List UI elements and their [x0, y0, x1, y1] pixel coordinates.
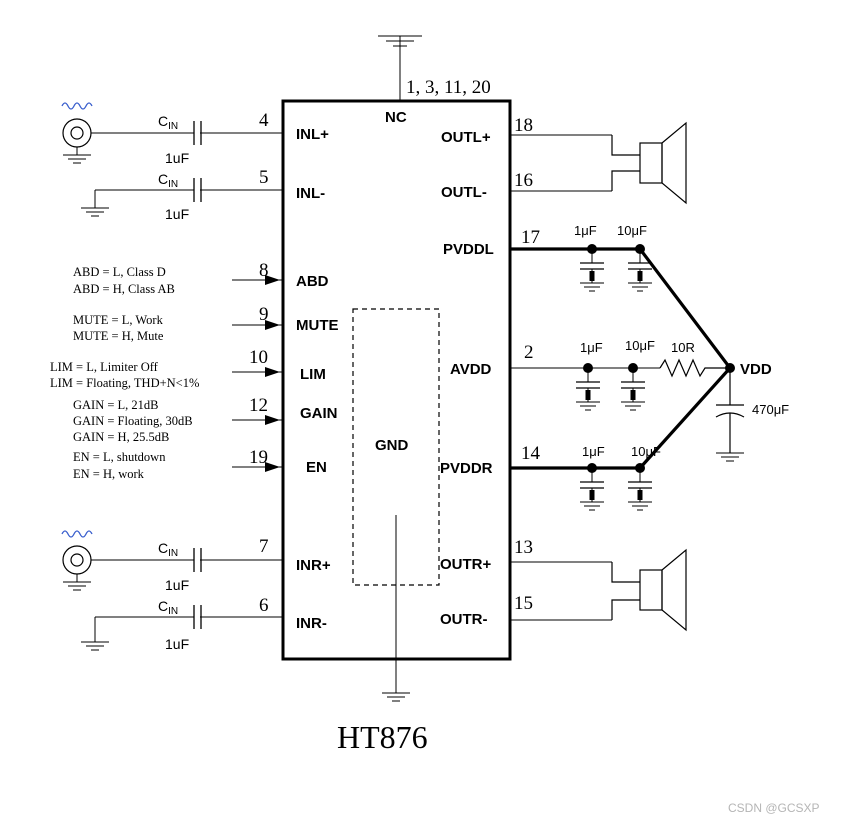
cap-avdd-10uf — [620, 367, 646, 411]
ground-symbol-chip — [381, 692, 411, 702]
nc-pins: 1, 3, 11, 20 — [406, 77, 491, 98]
pin-num-18: 18 — [514, 115, 533, 136]
speaker-right — [611, 548, 687, 632]
pin-label-inl-plus: INL+ — [296, 126, 329, 143]
cap-value-4: 1uF — [165, 636, 189, 652]
cap-sub-3: IN — [168, 548, 178, 559]
cap-label-avdd-10uf: 10μF — [625, 338, 655, 353]
pin-label-mute: MUTE — [296, 317, 339, 334]
input-gnd-inr-minus — [80, 616, 194, 651]
resistor-10r — [659, 358, 730, 378]
bulk-cap-label: 470μF — [752, 402, 789, 417]
cap-value-3: 1uF — [165, 577, 189, 593]
speaker-left — [611, 121, 687, 205]
pin-label-inr-plus: INR+ — [296, 557, 331, 574]
svg-text:CIN: CIN — [158, 171, 178, 190]
pin-num-19: 19 — [249, 447, 268, 468]
pin-num-6: 6 — [259, 595, 269, 616]
note-lim-1: LIM = L, Limiter Off — [50, 360, 159, 374]
cap-pvddr-1uf — [579, 467, 605, 511]
note-mute-2: MUTE = H, Mute — [73, 329, 164, 343]
pin-num-8: 8 — [259, 260, 269, 281]
cap-value-2: 1uF — [165, 206, 189, 222]
input-cap-inr-plus — [193, 548, 202, 572]
note-gain-2: GAIN = Floating, 30dB — [73, 414, 193, 428]
cap-name-2: C — [158, 171, 168, 187]
note-en-2: EN = H, work — [73, 467, 145, 481]
pin-num-9: 9 — [259, 304, 269, 325]
cap-name-3: C — [158, 540, 168, 556]
nc-label: NC — [385, 109, 407, 126]
cap-label-pvddr-10uf: 10μF — [631, 444, 661, 459]
pin-num-16: 16 — [514, 170, 533, 191]
pin-label-outl-minus: OUTL- — [441, 184, 487, 201]
cap-bulk-470uf — [715, 368, 745, 453]
cap-label-pvddl-10uf: 10μF — [617, 223, 647, 238]
pin-label-outr-plus: OUTR+ — [440, 556, 491, 573]
cap-pvddl-10uf — [627, 248, 653, 292]
cap-pvddr-10uf — [627, 467, 653, 511]
cap-value-1: 1uF — [165, 150, 189, 166]
cap-name-1: C — [158, 113, 168, 129]
pin-num-4: 4 — [259, 110, 269, 131]
watermark: CSDN @GCSXP — [728, 801, 820, 815]
svg-text:CIN: CIN — [158, 540, 178, 559]
note-lim-2: LIM = Floating, THD+N<1% — [50, 376, 199, 390]
pin-num-17: 17 — [521, 227, 540, 248]
input-cap-inr-minus — [193, 605, 202, 629]
cap-label-pvddr-1uf: 1μF — [582, 444, 605, 459]
vdd-label: VDD — [740, 361, 772, 378]
pin-num-12: 12 — [249, 395, 268, 416]
signal-source-left — [61, 102, 194, 164]
signal-source-right — [61, 530, 194, 591]
cap-sub-4: IN — [168, 606, 178, 617]
pin-label-outl-plus: OUTL+ — [441, 129, 491, 146]
resistor-label: 10R — [671, 340, 695, 355]
svg-text:CIN: CIN — [158, 113, 178, 132]
pin-label-lim: LIM — [300, 366, 326, 383]
cap-label-pvddl-1uf: 1μF — [574, 223, 597, 238]
pin-label-abd: ABD — [296, 273, 329, 290]
pin-label-inr-minus: INR- — [296, 615, 327, 632]
cap-sub-1: IN — [168, 121, 178, 132]
pin-num-7: 7 — [259, 536, 269, 557]
input-cap-inl-plus — [193, 121, 202, 145]
note-mute-1: MUTE = L, Work — [73, 313, 164, 327]
pin-label-outr-minus: OUTR- — [440, 611, 488, 628]
note-gain-3: GAIN = H, 25.5dB — [73, 430, 169, 444]
cap-sub-2: IN — [168, 179, 178, 190]
pin-label-inl-minus: INL- — [296, 185, 325, 202]
input-gnd-inl-minus — [80, 189, 194, 217]
note-gain-1: GAIN = L, 21dB — [73, 398, 159, 412]
note-abd-2: ABD = H, Class AB — [73, 282, 175, 296]
chip-name: HT876 — [337, 719, 428, 755]
svg-text:CIN: CIN — [158, 598, 178, 617]
cap-pvddl-1uf — [579, 248, 605, 292]
cap-name-4: C — [158, 598, 168, 614]
pin-label-en: EN — [306, 459, 327, 476]
input-cap-inl-minus — [193, 178, 202, 202]
pin-num-13: 13 — [514, 537, 533, 558]
note-abd-1: ABD = L, Class D — [73, 265, 166, 279]
pin-num-15: 15 — [514, 593, 533, 614]
note-en-1: EN = L, shutdown — [73, 450, 166, 464]
pin-num-5: 5 — [259, 167, 269, 188]
cap-label-avdd-1uf: 1μF — [580, 340, 603, 355]
pin-num-14: 14 — [521, 443, 541, 464]
pin-label-avdd: AVDD — [450, 361, 492, 378]
pin-label-pvddl: PVDDL — [443, 241, 494, 258]
pin-num-2: 2 — [524, 342, 534, 363]
cap-avdd-1uf — [575, 367, 601, 411]
gnd-label: GND — [375, 437, 409, 454]
pin-label-gain: GAIN — [300, 405, 338, 422]
pin-label-pvddr: PVDDR — [440, 460, 493, 477]
pin-num-10: 10 — [249, 347, 268, 368]
